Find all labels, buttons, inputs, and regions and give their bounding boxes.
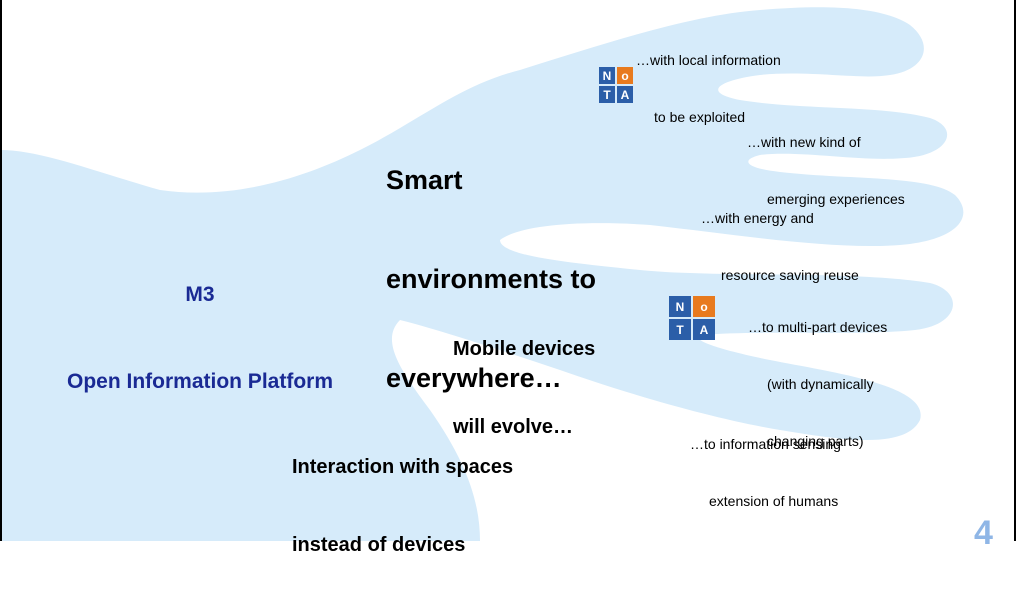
note-sensing-line-1: …to information sensing bbox=[690, 436, 841, 452]
smart-heading-line-3: everywhere… bbox=[386, 363, 562, 393]
nota-logo-icon: N o T A bbox=[599, 67, 633, 103]
nota-letter: o bbox=[617, 67, 633, 84]
smart-heading: Smart environments to everywhere… bbox=[386, 98, 596, 461]
note-multipart-line-3: changing parts) bbox=[767, 433, 864, 449]
page-number: 4 bbox=[974, 514, 993, 552]
platform-label: M3 Open Information Platform bbox=[40, 222, 360, 454]
platform-line-1: M3 bbox=[185, 283, 215, 306]
note-experiences-line-2: emerging experiences bbox=[767, 191, 905, 207]
smart-heading-line-1: Smart bbox=[386, 165, 463, 195]
interaction-heading-line-1: Interaction with spaces bbox=[292, 456, 514, 478]
nota-letter: A bbox=[617, 86, 633, 103]
note-multipart: …to multi-part devices (with dynamically… bbox=[748, 280, 887, 489]
note-sensing-line-2: extension of humans bbox=[709, 493, 839, 509]
slide: M3 Open Information Platform Smart envir… bbox=[0, 0, 1016, 556]
right-border bbox=[1014, 0, 1016, 541]
nota-letter: N bbox=[669, 296, 691, 317]
nota-logo-icon: N o T A bbox=[669, 296, 715, 340]
mobile-heading-line-2: will evolve… bbox=[453, 416, 574, 438]
note-multipart-line-2: (with dynamically bbox=[767, 376, 874, 392]
mobile-heading: Mobile devices will evolve… bbox=[453, 284, 595, 492]
note-energy: …with energy and resource saving reuse bbox=[701, 171, 859, 323]
left-border bbox=[0, 0, 2, 541]
note-multipart-line-1: …to multi-part devices bbox=[748, 319, 888, 335]
note-experiences-line-1: …with new kind of bbox=[747, 134, 861, 150]
note-local-info-line-2: to be exploited bbox=[654, 109, 746, 125]
platform-line-2: Open Information Platform bbox=[66, 370, 333, 393]
nota-letter: o bbox=[693, 296, 715, 317]
interaction-heading-line-2: instead of devices bbox=[292, 534, 466, 556]
mobile-heading-line-1: Mobile devices bbox=[453, 338, 596, 360]
nota-letter: A bbox=[693, 319, 715, 340]
note-experiences: …with new kind of emerging experiences bbox=[747, 95, 905, 247]
smart-heading-line-2: environments to bbox=[386, 264, 597, 294]
note-local-info-line-1: …with local information bbox=[636, 52, 781, 68]
hand-shape bbox=[0, 7, 964, 541]
nota-letter: T bbox=[599, 86, 615, 103]
nota-letter: N bbox=[599, 67, 615, 84]
note-energy-line-2: resource saving reuse bbox=[721, 267, 859, 283]
note-energy-line-1: …with energy and bbox=[701, 210, 814, 226]
note-local-info: …with local information to be exploited bbox=[636, 13, 781, 165]
note-sensing: …to information sensing extension of hum… bbox=[690, 397, 841, 549]
interaction-heading: Interaction with spaces instead of devic… bbox=[292, 402, 513, 610]
nota-letter: T bbox=[669, 319, 691, 340]
